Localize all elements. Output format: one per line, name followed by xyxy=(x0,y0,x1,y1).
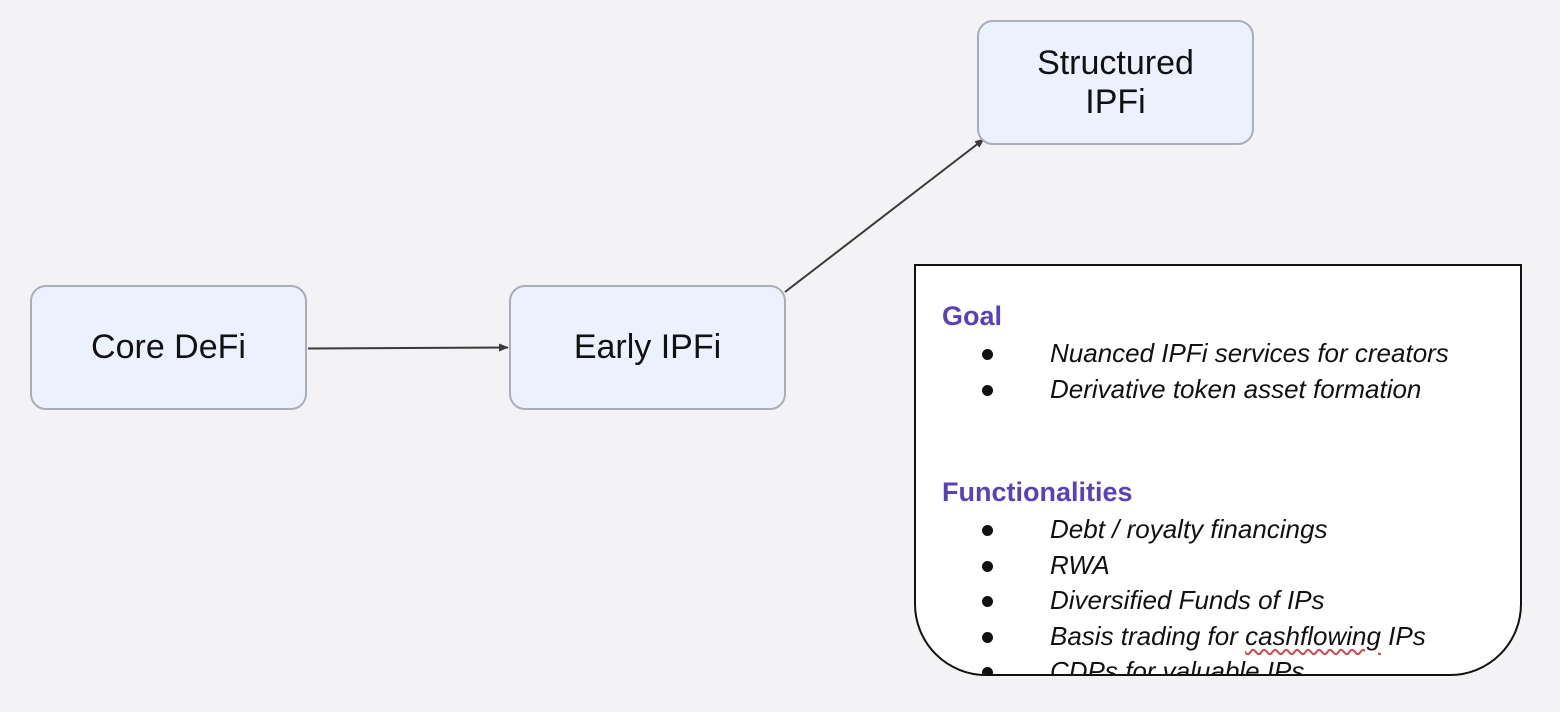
bullet-icon xyxy=(982,596,993,607)
arrow-early-to-structured[interactable] xyxy=(784,138,985,293)
bullet-icon xyxy=(982,384,993,396)
bullet-icon xyxy=(982,525,993,536)
functionality-item: Basis trading for cashflowing IPs xyxy=(916,619,1520,655)
goal-item: Nuanced IPFi services for creators xyxy=(916,336,1520,372)
node-structured-ipfi-label-line2: IPFi xyxy=(1085,82,1146,121)
goal-item: Derivative token asset formation xyxy=(916,372,1520,408)
info-callout-panel[interactable]: Goal Nuanced IPFi services for creators … xyxy=(914,264,1522,676)
goal-heading: Goal xyxy=(942,301,1003,331)
bullet-icon xyxy=(982,349,993,360)
functionalities-heading: Functionalities xyxy=(942,477,1133,507)
node-core-defi[interactable]: Core DeFi xyxy=(30,285,307,410)
bullet-icon xyxy=(982,560,993,572)
node-early-ipfi[interactable]: Early IPFi xyxy=(509,285,786,410)
functionality-item-text: CDPs for valuable IPs xyxy=(1050,656,1305,676)
goal-list: Nuanced IPFi services for creators Deriv… xyxy=(916,336,1520,407)
functionality-item-text-part: IPs xyxy=(1380,620,1426,651)
arrow-core-to-early[interactable] xyxy=(307,343,509,352)
functionality-item: RWA xyxy=(916,548,1520,584)
bullet-icon xyxy=(982,631,993,643)
spellcheck-flagged-word[interactable]: cashflowing xyxy=(1245,620,1381,651)
functionality-item: Diversified Funds of IPs xyxy=(916,583,1520,619)
goal-item-text: Derivative token asset formation xyxy=(1050,373,1422,404)
functionality-item: Debt / royalty financings xyxy=(916,512,1520,548)
node-structured-ipfi[interactable]: Structured IPFi xyxy=(977,20,1254,145)
node-core-defi-label: Core DeFi xyxy=(91,328,246,367)
bullet-icon xyxy=(982,667,993,674)
goal-item-text: Nuanced IPFi services for creators xyxy=(1050,338,1449,368)
node-early-ipfi-label: Early IPFi xyxy=(573,328,722,367)
functionality-item: CDPs for valuable IPs xyxy=(916,654,1520,676)
node-structured-ipfi-label-line1: Structured xyxy=(1037,44,1194,83)
functionality-item-text: Debt / royalty financings xyxy=(1050,514,1328,544)
functionality-item-text-part: Basis trading for xyxy=(1050,620,1246,651)
functionality-item-text: Diversified Funds of IPs xyxy=(1050,585,1325,615)
functionalities-list: Debt / royalty financings RWA Diversifie… xyxy=(916,512,1520,676)
functionality-item-text: RWA xyxy=(1050,549,1110,580)
